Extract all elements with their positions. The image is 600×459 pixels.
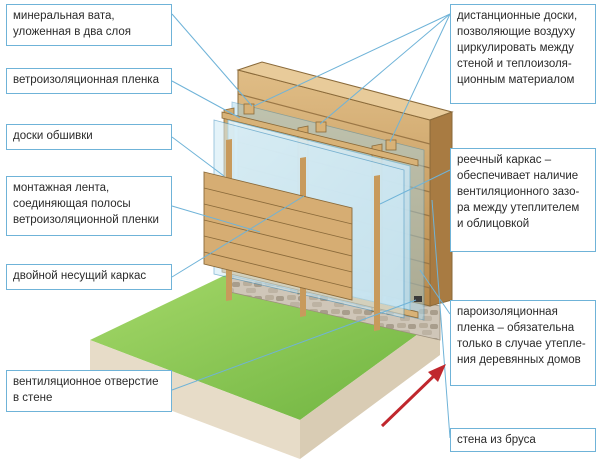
- label-wind-barrier-film: ветроизоляционная пленка: [6, 68, 172, 94]
- label-timber-wall: стена из бруса: [450, 428, 596, 452]
- vent-hole: [414, 296, 422, 302]
- label-vapor-barrier: пароизоляционная пленка – обязательна то…: [450, 300, 596, 386]
- label-cladding-boards: доски обшивки: [6, 124, 172, 150]
- label-mineral-wool: минеральная вата, уложенная в два слоя: [6, 4, 172, 46]
- label-vent-hole: вентиляционное отверстие в стене: [6, 370, 172, 412]
- label-mounting-tape: монтажная лента, соединяющая полосы ветр…: [6, 176, 172, 236]
- label-batten-frame: реечный каркас – обеспечивает наличие ве…: [450, 148, 596, 252]
- callout-lines: [171, 13, 451, 439]
- cladding-boards: [203, 171, 353, 301]
- label-double-frame: двойной несущий каркас: [6, 264, 172, 290]
- red-pointer-arrow: [380, 364, 446, 428]
- label-spacer-boards: дистанционные доски, позволяющие воздуху…: [450, 4, 596, 104]
